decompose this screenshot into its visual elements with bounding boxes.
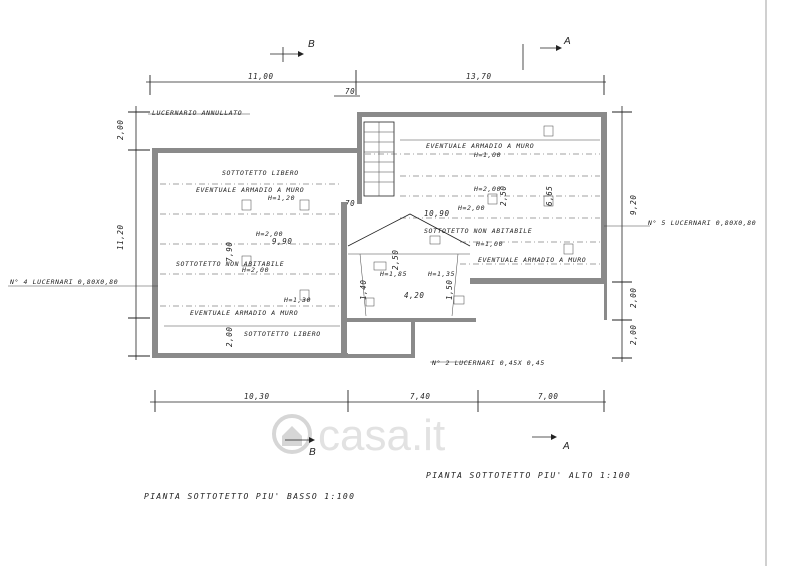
svg-text:7,40: 7,40 <box>410 392 430 401</box>
bottom-dimension-line: 10,30 7,40 7,00 <box>150 390 606 412</box>
inner-dimension: 2,50 <box>391 250 400 270</box>
height-label: H=1,20 <box>267 194 295 202</box>
right-dimension-line: 9,20 2,00 2,00 <box>612 106 638 362</box>
label-armadio-top-right: EVENTUALE ARMADIO A MURO <box>426 142 534 150</box>
svg-text:9,20: 9,20 <box>629 195 638 215</box>
height-label: H=2,00 <box>473 185 501 193</box>
label-lucernari-right: N° 5 LUCERNARI 0,80X0,80 <box>647 219 756 227</box>
svg-text:10,30: 10,30 <box>244 392 270 401</box>
label-armadio-bottom-right: EVENTUALE ARMADIO A MURO <box>478 256 586 264</box>
height-label: H=1,35 <box>427 270 455 278</box>
section-marker-b-top: B <box>270 39 315 62</box>
inner-dimension: 6,65 <box>545 186 554 206</box>
label-armadio-top-left: EVENTUALE ARMADIO A MURO <box>196 186 304 194</box>
svg-text:2,00: 2,00 <box>629 325 638 345</box>
inner-dimension: 9,90 <box>272 237 292 246</box>
label-lucernari-left: N° 4 LUCERNARI 0,80X0,80 <box>9 278 118 286</box>
height-label: H=1,30 <box>283 296 311 304</box>
section-marker-a-top: A <box>522 36 571 70</box>
roof-lines <box>160 139 600 327</box>
label-sottotetto-libero-top: SOTTOTETTO LIBERO <box>222 169 299 177</box>
plan-walls <box>152 112 607 358</box>
svg-text:A: A <box>562 441 570 452</box>
inner-dimension: 1,50 <box>445 280 454 300</box>
height-label: H=2,00 <box>255 230 283 238</box>
inner-dimension: 4,20 <box>404 291 424 300</box>
label-lucernari-bottom: N° 2 LUCERNARI 0,45X 0,45 <box>431 359 545 367</box>
inner-dimension: 10,90 <box>424 209 450 218</box>
svg-text:70: 70 <box>345 199 355 208</box>
leader-lines <box>8 113 650 363</box>
svg-text:7,00: 7,00 <box>538 392 558 401</box>
svg-text:casa.it: casa.it <box>318 411 445 460</box>
svg-text:11,00: 11,00 <box>248 72 274 81</box>
left-dimension-line: 2,00 11,20 2,00 <box>116 106 234 360</box>
label-lucernario-annullato: LUCERNARIO ANNULLATO <box>152 109 242 117</box>
svg-text:A: A <box>563 36 571 47</box>
svg-text:11,20: 11,20 <box>116 224 125 250</box>
inner-dimension: 7,90 <box>225 242 234 262</box>
svg-text:2,00: 2,00 <box>225 327 234 347</box>
svg-text:70: 70 <box>345 87 355 96</box>
title-lower-plan: PIANTA SOTTOTETTO PIU' BASSO 1:100 <box>144 492 355 501</box>
skylights <box>241 125 574 301</box>
label-sottotetto-libero-bottom: SOTTOTETTO LIBERO <box>244 330 321 338</box>
inner-dimension: 2,50 <box>499 186 508 206</box>
height-label: H=1,00 <box>473 151 501 159</box>
central-skylight-well <box>347 213 471 317</box>
inner-dimension: 1,40 <box>359 280 368 300</box>
svg-text:B: B <box>309 447 316 458</box>
section-marker-b-bottom: B <box>285 437 316 458</box>
height-label: H=1,00 <box>475 240 503 248</box>
top-dimension-line: 11,00 13,70 70 70 <box>146 70 606 208</box>
svg-text:B: B <box>308 39 315 50</box>
stair <box>363 121 395 197</box>
svg-text:2,00: 2,00 <box>116 120 125 140</box>
label-non-abitabile-left: SOTTOTETTO NON ABITABILE <box>176 260 284 268</box>
label-armadio-bottom-left: EVENTUALE ARMADIO A MURO <box>190 309 298 317</box>
svg-text:13,70: 13,70 <box>466 72 492 81</box>
height-label: H=2,00 <box>457 204 485 212</box>
label-non-abitabile-right: SOTTOTETTO NON ABITABILE <box>424 227 532 235</box>
height-label: H=2,00 <box>241 266 269 274</box>
svg-text:2,00: 2,00 <box>629 288 638 308</box>
section-marker-a-bottom: A <box>532 434 570 452</box>
watermark: casa.it <box>272 411 445 460</box>
title-upper-plan: PIANTA SOTTOTETTO PIU' ALTO 1:100 <box>426 471 631 480</box>
height-label: H=1,85 <box>379 270 407 278</box>
